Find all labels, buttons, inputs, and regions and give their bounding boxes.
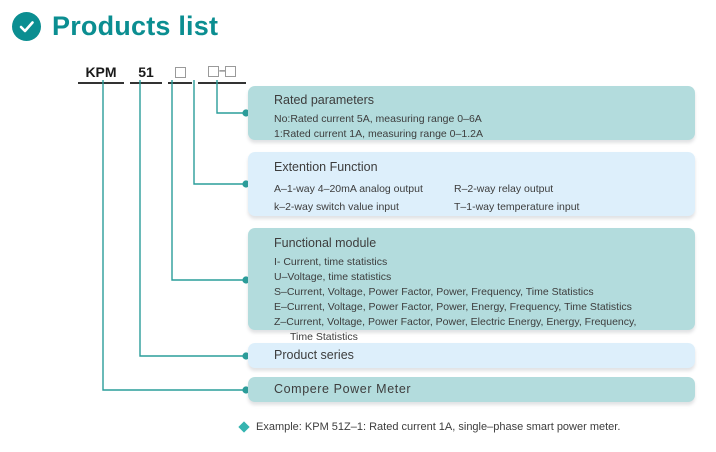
extention-column-right: R–2-way relay output T–1-way temperature… [454, 180, 695, 217]
card-compere-power-meter: Compere Power Meter [248, 377, 695, 402]
check-circle-icon [12, 12, 41, 41]
code-segment-module [168, 65, 192, 85]
card-line: Time Statistics [290, 330, 358, 343]
card-line: No:Rated current 5A, measuring range 0–6… [274, 113, 482, 125]
placeholder-box-icon [225, 65, 236, 77]
card-line: U–Voltage, time statistics [274, 270, 392, 283]
placeholder-box-icon [208, 65, 219, 77]
card-line: k–2-way switch value input [274, 201, 399, 214]
card-line: Z–Current, Voltage, Power Factor, Power,… [274, 315, 637, 328]
code-separator: – [219, 63, 226, 78]
footnote-text: Example: KPM 51Z–1: Rated current 1A, si… [256, 421, 621, 433]
card-product-series: Product series [248, 343, 695, 368]
card-line: A–1-way 4–20mA analog output [274, 183, 423, 195]
footnote: Example: KPM 51Z–1: Rated current 1A, si… [238, 421, 621, 433]
code-segment-series: 51 [130, 65, 162, 85]
card-line: R–2-way relay output [454, 183, 554, 195]
page-title: Products list [52, 11, 219, 41]
card-title: Compere Power Meter [274, 382, 412, 396]
card-rated-parameters: Rated parameters No:Rated current 5A, me… [248, 86, 695, 140]
card-title: Functional module [274, 236, 377, 250]
extention-columns: A–1-way 4–20mA analog output k–2-way swi… [274, 180, 695, 217]
card-title: Rated parameters [274, 93, 375, 107]
code-segment-brand: KPM [78, 65, 124, 85]
card-line: 1:Rated current 1A, measuring range 0–1.… [274, 127, 483, 140]
diamond-bullet-icon [238, 421, 250, 433]
card-line: T–1-way temperature input [454, 201, 580, 214]
product-code-row: KPM 51 – [78, 63, 246, 85]
code-segment-extension-rated: – [198, 63, 246, 85]
card-title: Product series [274, 348, 354, 362]
card-functional-module: Functional module I- Current, time stati… [248, 228, 695, 343]
card-extention-function: Extention Function A–1-way 4–20mA analog… [248, 152, 695, 216]
card-line: E–Current, Voltage, Power Factor, Power,… [274, 300, 632, 313]
page-header: Products list [12, 12, 218, 41]
placeholder-box-icon [174, 67, 186, 79]
card-line: I- Current, time statistics [274, 256, 388, 268]
card-line: S–Current, Voltage, Power Factor, Power,… [274, 285, 594, 298]
extention-column-left: A–1-way 4–20mA analog output k–2-way swi… [274, 180, 454, 217]
card-title: Extention Function [274, 160, 378, 174]
